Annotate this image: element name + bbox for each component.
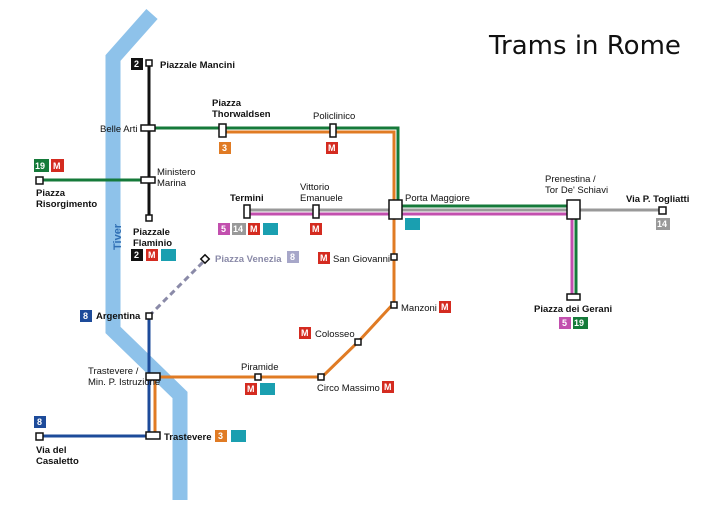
label-thorwaldsen-line: Piazza xyxy=(212,98,242,109)
metro-risorgimento: M xyxy=(53,161,61,171)
label-casaletto-line: Via del xyxy=(36,445,66,456)
stop-marker-casaletto[interactable] xyxy=(35,432,44,441)
stop-marker-gerani[interactable] xyxy=(566,293,581,301)
badge-termini-14: 14 xyxy=(233,224,243,234)
badge-venezia-8: 8 xyxy=(290,252,295,262)
label-prenestina-line: Tor De' Schiavi xyxy=(545,185,608,196)
label-trastevere-min-line: Trastevere / xyxy=(88,366,139,377)
stop-marker-togliatti[interactable] xyxy=(658,206,667,215)
label-risorgimento-line: Risorgimento xyxy=(36,199,97,210)
stop-marker-flaminio[interactable] xyxy=(145,214,153,222)
badge-gerani-19: 19 xyxy=(574,318,584,328)
map-title: Trams in Rome xyxy=(488,31,681,61)
metro-vittorio: M xyxy=(312,224,320,234)
label-casaletto-line: Casaletto xyxy=(36,456,79,467)
label-ministero-line: Ministero xyxy=(157,167,196,178)
badge-gerani-5: 5 xyxy=(562,318,567,328)
metro-manzoni: M xyxy=(441,302,449,312)
label-manzoni: Manzoni xyxy=(401,303,437,314)
rail-icon xyxy=(263,223,278,235)
stop-marker-venezia[interactable] xyxy=(199,253,211,265)
label-venezia: Piazza Venezia xyxy=(215,254,282,265)
badge-trastevere-3: 3 xyxy=(218,431,223,441)
stop-marker-circo-massimo[interactable] xyxy=(317,373,325,381)
stop-marker-risorgimento[interactable] xyxy=(35,176,44,185)
label-togliatti: Via P. Togliatti xyxy=(626,194,689,205)
stop-marker-colosseo[interactable] xyxy=(354,338,362,346)
rail-icon xyxy=(231,430,246,442)
metro-colosseo: M xyxy=(301,328,309,338)
stop-marker-porta-maggiore[interactable] xyxy=(388,199,403,220)
label-trastevere: Trastevere xyxy=(164,432,212,443)
stop-marker-san-giovanni[interactable] xyxy=(390,253,398,261)
label-san-giovanni: San Giovanni xyxy=(333,254,390,265)
stop-marker-mancini[interactable] xyxy=(145,59,153,67)
label-risorgimento-line: Piazza xyxy=(36,188,66,199)
stop-marker-belle-arti[interactable] xyxy=(140,124,156,132)
rail-icon xyxy=(260,383,275,395)
label-piramide: Piramide xyxy=(241,362,279,373)
label-flaminio-line: Piazzale xyxy=(133,227,170,238)
metro-circo-massimo: M xyxy=(384,382,392,392)
label-flaminio-line: Flaminio xyxy=(133,238,172,249)
label-thorwaldsen-line: Thorwaldsen xyxy=(212,109,271,120)
label-vittorio-line: Emanuele xyxy=(300,193,343,204)
label-prenestina-line: Prenestina / xyxy=(545,174,596,185)
badge-togliatti-14: 14 xyxy=(657,219,667,229)
river-tiber xyxy=(105,9,188,500)
badge-mancini-2: 2 xyxy=(134,59,139,69)
label-argentina: Argentina xyxy=(96,311,141,322)
badge-thorwaldsen-3: 3 xyxy=(222,143,227,153)
rail-icon xyxy=(161,249,176,261)
label-vittorio-line: Vittorio xyxy=(300,182,329,193)
metro-flaminio: M xyxy=(148,250,156,260)
metro-termini: M xyxy=(250,224,258,234)
metro-piramide: M xyxy=(247,384,255,394)
stop-marker-argentina[interactable] xyxy=(145,312,153,320)
stop-marker-trastevere[interactable] xyxy=(145,431,161,440)
stop-marker-trastevere-min[interactable] xyxy=(145,372,161,381)
label-circo-massimo: Circo Massimo xyxy=(317,383,380,394)
stop-marker-vittorio[interactable] xyxy=(312,204,320,219)
label-prenestina: Prenestina /Tor De' Schiavi xyxy=(545,174,608,196)
label-trastevere-min-line: Min. P. Istruzione xyxy=(88,377,160,388)
badge-flaminio-2: 2 xyxy=(134,250,139,260)
stop-marker-piramide[interactable] xyxy=(254,373,262,381)
label-policlinico: Policlinico xyxy=(313,111,355,122)
label-trastevere-min: Trastevere /Min. P. Istruzione xyxy=(88,366,160,388)
label-termini: Termini xyxy=(230,193,264,204)
stop-marker-termini[interactable] xyxy=(243,204,251,219)
line-8-extension xyxy=(147,258,207,318)
stop-marker-ministero[interactable] xyxy=(140,176,156,184)
stop-marker-manzoni[interactable] xyxy=(390,301,398,309)
stop-marker-prenestina[interactable] xyxy=(566,199,581,220)
rail-icon xyxy=(405,218,420,230)
label-belle-arti: Belle Arti xyxy=(100,124,138,135)
river-label: Tiver xyxy=(112,223,124,250)
badge-termini-5: 5 xyxy=(221,224,226,234)
label-mancini: Piazzale Mancini xyxy=(160,60,235,71)
badge-risorgimento-19: 19 xyxy=(35,161,45,171)
label-gerani: Piazza dei Gerani xyxy=(534,304,612,315)
label-ministero-line: Marina xyxy=(157,178,187,189)
label-porta-maggiore: Porta Maggiore xyxy=(405,193,470,204)
stop-marker-thorwaldsen[interactable] xyxy=(218,123,227,138)
metro-policlinico: M xyxy=(328,143,336,153)
badges: 2 19 M 2 M 3 M 5 14 M M 14 xyxy=(34,58,670,442)
badge-argentina-8: 8 xyxy=(83,311,88,321)
badge-casaletto-8: 8 xyxy=(37,417,42,427)
metro-san-giovanni: M xyxy=(320,253,328,263)
stop-marker-policlinico[interactable] xyxy=(329,123,337,138)
label-colosseo: Colosseo xyxy=(315,329,355,340)
